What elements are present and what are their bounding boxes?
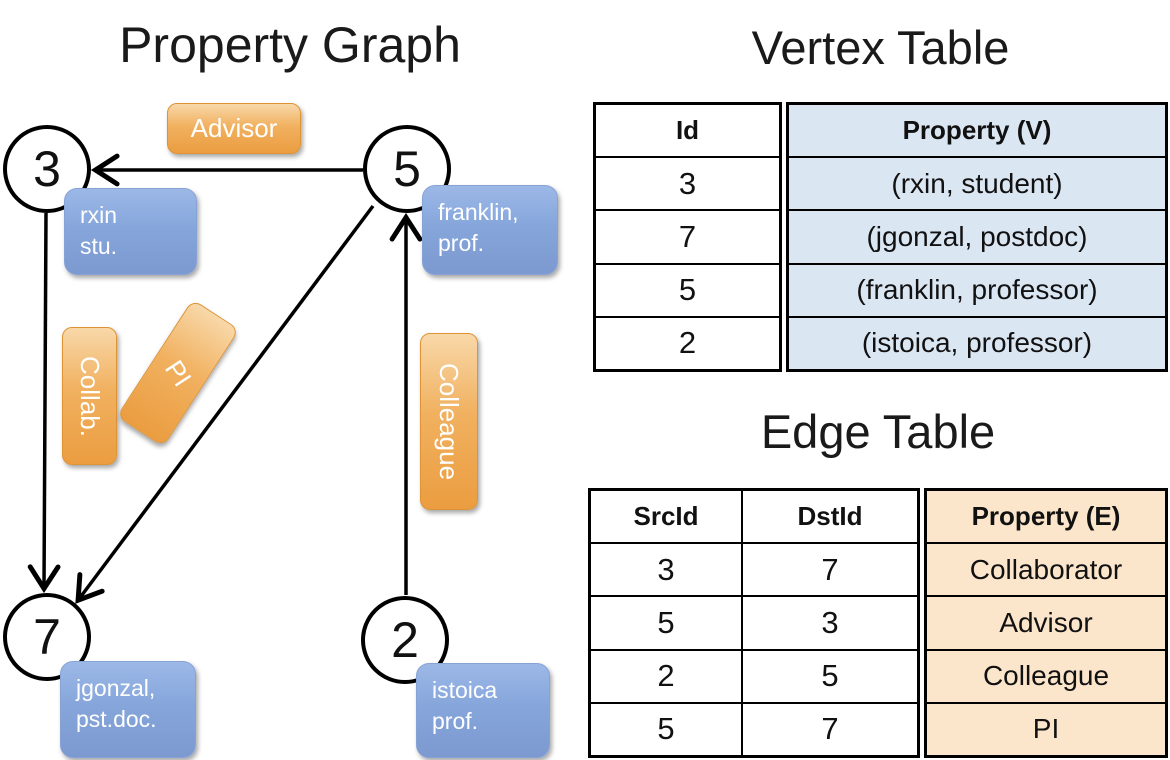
- vertex-row-3-property: (istoica, professor): [861, 327, 1093, 359]
- vertex-node-7-id: 7: [33, 609, 61, 665]
- edge-row-3-property: PI: [1032, 713, 1060, 745]
- graph-edges: [27, 153, 423, 604]
- vertex-prop-istoica: istoica prof.: [416, 663, 550, 758]
- vertex-table-id-column: Id 3 7 5 2: [593, 102, 782, 372]
- vertex-row-1-id: 7: [678, 219, 697, 254]
- table-cell: Colleague: [927, 651, 1165, 704]
- vertex-prop-jgonzal-line1: jgonzal,: [76, 675, 156, 701]
- vertex-prop-franklin-line1: franklin,: [438, 199, 519, 225]
- edge-label-colleague: Colleague: [420, 333, 478, 510]
- edge-row-0-dst: 7: [821, 551, 839, 587]
- table-row: 3 7: [591, 544, 917, 598]
- vertex-row-2-property: (franklin, professor): [856, 274, 1098, 306]
- edge-table-property-header: Property (E): [971, 501, 1121, 532]
- vertex-prop-jgonzal: jgonzal, pst.doc.: [60, 661, 196, 758]
- graph-title: Property Graph: [119, 17, 461, 73]
- edge-row-2-property: Colleague: [982, 660, 1110, 692]
- table-cell: PI: [927, 704, 1165, 755]
- edge-table-id-columns: SrcId DstId 3 7 5 3 2 5 5 7: [588, 488, 920, 758]
- edge-pi-5-7: [75, 204, 375, 604]
- edge-label-advisor-text: Advisor: [190, 113, 278, 143]
- vertex-prop-istoica-line1: istoica: [432, 677, 498, 703]
- table-cell: Collaborator: [927, 544, 1165, 598]
- edge-label-advisor: Advisor: [167, 103, 301, 154]
- vertex-table-title: Vertex Table: [751, 21, 1010, 74]
- vertex-table-property-header: Property (V): [902, 115, 1052, 146]
- edge-row-3-dst: 7: [821, 711, 839, 747]
- edge-row-1-src: 5: [657, 605, 675, 640]
- vertex-row-3-id: 2: [678, 325, 697, 361]
- vertex-node-5-id: 5: [393, 141, 421, 197]
- vertex-table-property-column: Property (V) (rxin, student) (jgonzal, p…: [786, 102, 1168, 372]
- edge-table-src-header: SrcId: [633, 501, 699, 532]
- table-cell: 5: [596, 265, 779, 318]
- vertex-table-id-header: Id: [675, 115, 700, 146]
- vertex-row-2-id: 5: [678, 272, 697, 308]
- table-row: 5 7: [591, 703, 917, 756]
- edge-row-3-src: 5: [657, 711, 675, 747]
- edge-label-pi-text: PI: [159, 354, 198, 392]
- table-cell: (jgonzal, postdoc): [789, 211, 1165, 265]
- edge-label-collab-text: Collab.: [75, 355, 105, 437]
- edge-table-property-column: Property (E) Collaborator Advisor Collea…: [924, 488, 1168, 758]
- table-cell: (franklin, professor): [789, 265, 1165, 318]
- edge-row-0-src: 3: [657, 551, 675, 587]
- table-row: 2 5: [591, 650, 917, 704]
- table-cell: 3: [596, 158, 779, 212]
- vertex-row-1-property: (jgonzal, postdoc): [866, 221, 1088, 252]
- edge-collab-3-7: [27, 212, 61, 594]
- vertex-prop-franklin-line2: prof.: [438, 230, 485, 256]
- edge-table-title: Edge Table: [760, 405, 996, 458]
- table-cell: (istoica, professor): [789, 318, 1165, 369]
- vertex-prop-rxin: rxin stu.: [64, 188, 197, 275]
- vertex-row-0-property: (rxin, student): [891, 167, 1063, 199]
- vertex-prop-franklin: franklin, prof.: [422, 185, 558, 275]
- table-cell: 7: [596, 211, 779, 265]
- edge-row-0-property: Collaborator: [969, 553, 1123, 585]
- table-cell: 2: [596, 318, 779, 369]
- vertex-row-0-id: 3: [678, 165, 697, 201]
- vertex-prop-jgonzal-line2: pst.doc.: [76, 706, 157, 732]
- edge-label-colleague-text: Colleague: [434, 362, 465, 481]
- edge-row-2-dst: 5: [821, 658, 839, 694]
- table-cell: Advisor: [927, 597, 1165, 651]
- table-cell: (rxin, student): [789, 158, 1165, 212]
- edge-row-2-src: 2: [657, 658, 675, 694]
- edge-table-dst-header: DstId: [797, 501, 863, 532]
- vertex-prop-rxin-line2: stu.: [80, 233, 118, 259]
- vertex-node-2-id: 2: [391, 612, 419, 668]
- edge-row-1-property: Advisor: [999, 607, 1093, 638]
- edge-label-collab: Collab.: [62, 327, 117, 465]
- vertex-node-5: 5: [363, 125, 451, 213]
- vertex-node-3-id: 3: [33, 141, 61, 197]
- table-row: 5 3: [591, 597, 917, 651]
- vertex-prop-rxin-line1: rxin: [80, 202, 118, 228]
- vertex-prop-istoica-line2: prof.: [432, 708, 479, 734]
- vertex-node-2: 2: [361, 596, 449, 684]
- edge-row-1-dst: 3: [821, 605, 839, 640]
